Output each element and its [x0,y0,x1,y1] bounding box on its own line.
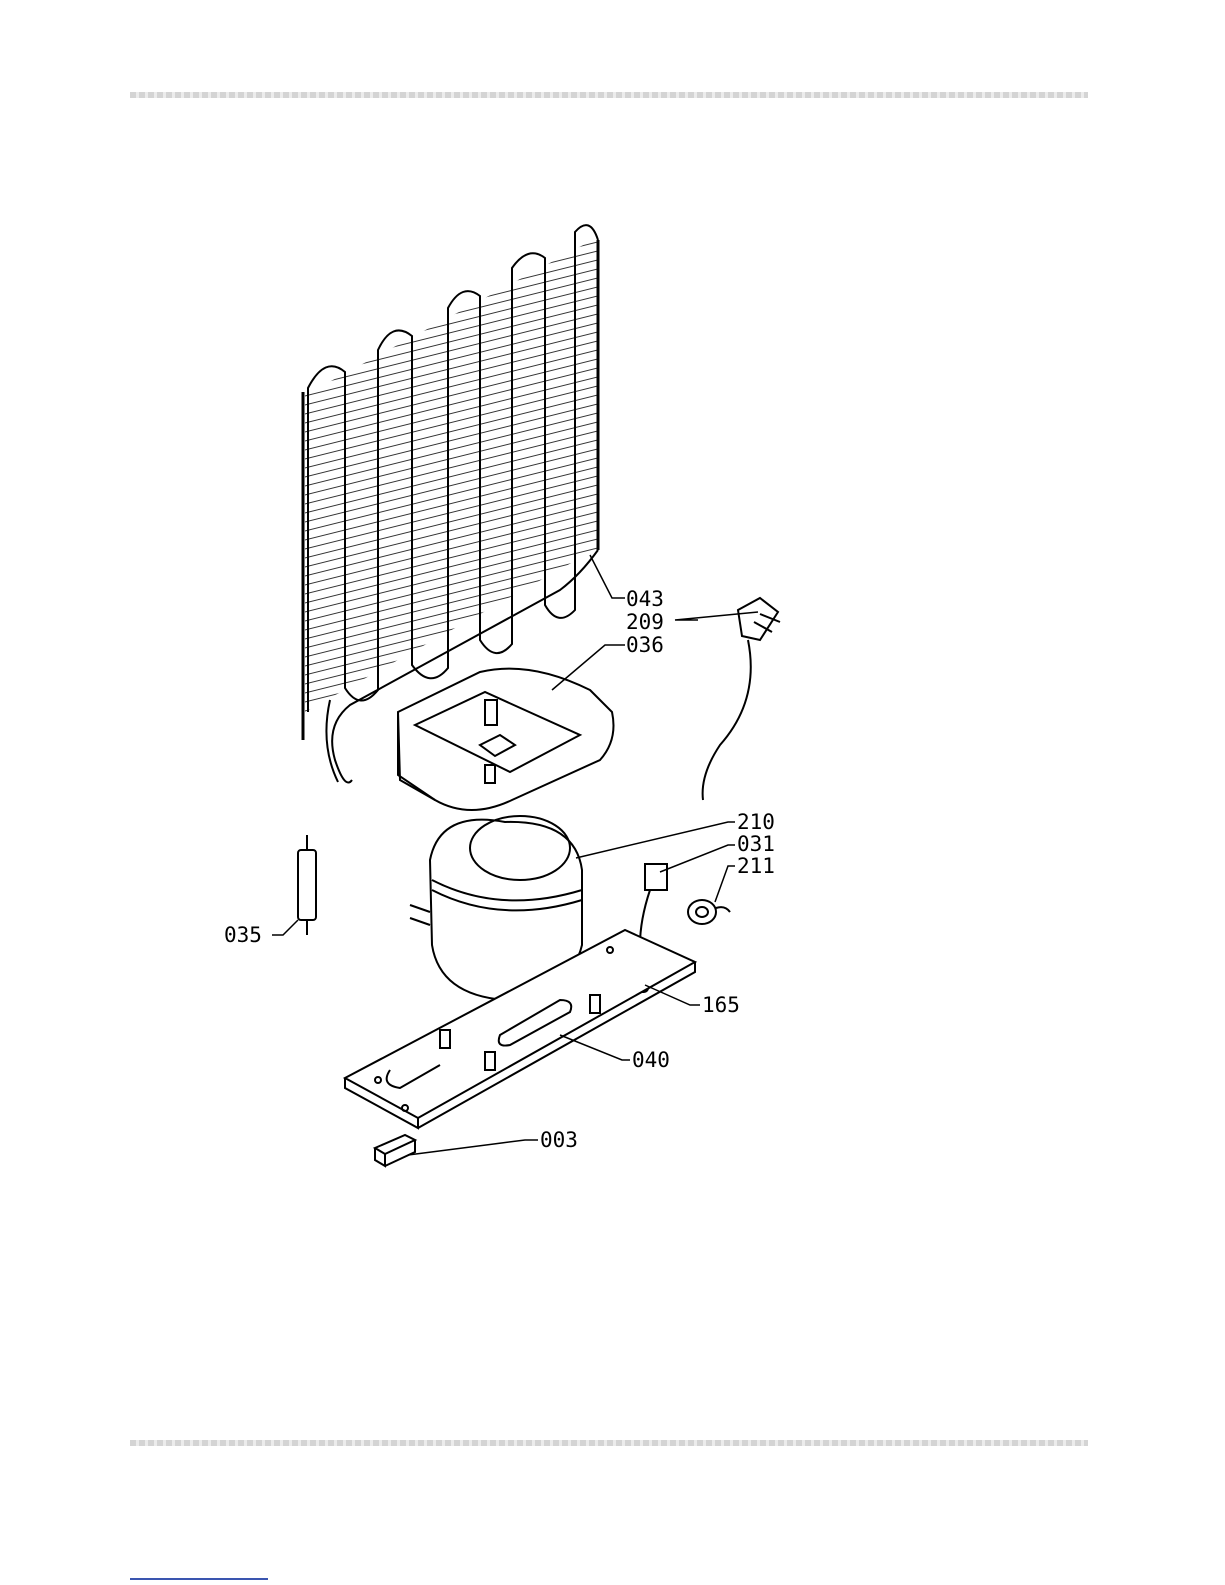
label-209: 209 [626,610,664,634]
label-211: 211 [737,854,775,878]
compressor-tray [398,669,614,810]
label-036: 036 [626,633,664,657]
label-043: 043 [626,587,664,611]
label-003: 003 [540,1128,578,1152]
label-165: 165 [702,993,740,1017]
terminal-block [375,1135,415,1166]
overload-protector [688,900,730,924]
label-210: 210 [737,810,775,834]
label-040: 040 [632,1048,670,1072]
relay [640,864,667,945]
power-plug [703,598,780,800]
dryer-filter [298,835,316,935]
label-031: 031 [737,832,775,856]
label-035: 035 [224,923,262,947]
footer-underline [130,1578,268,1580]
